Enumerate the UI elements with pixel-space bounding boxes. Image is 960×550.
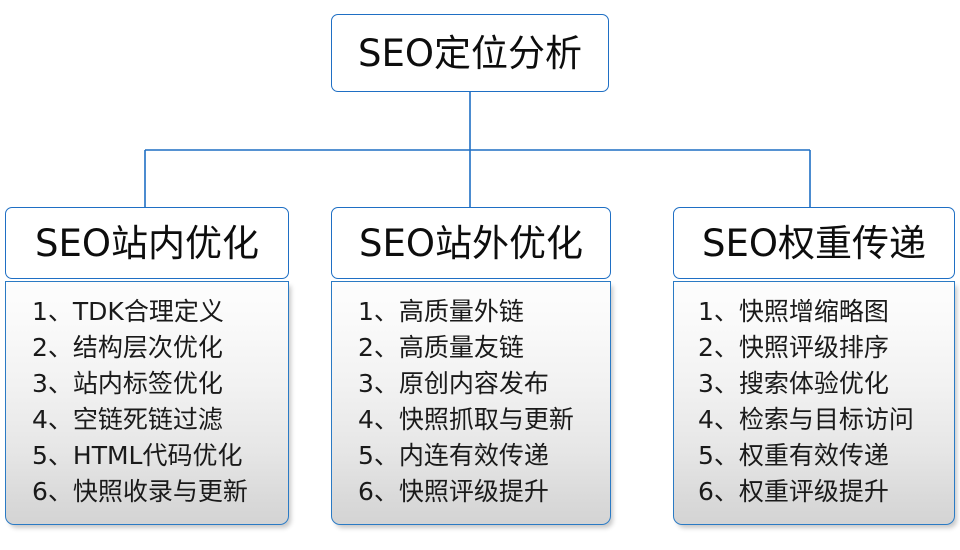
branch-header-title-1: SEO站外优化 — [359, 221, 583, 265]
list-item: 1、高质量外链 — [358, 297, 524, 326]
root-node-title: SEO定位分析 — [358, 31, 582, 75]
list-item: 3、搜索体验优化 — [698, 369, 889, 398]
branch-header-2[interactable]: SEO权重传递 — [673, 207, 955, 279]
list-item: 4、快照抓取与更新 — [358, 405, 574, 434]
branch-list-0: 1、TDK合理定义 2、结构层次优化 3、站内标签优化 4、空链死链过滤 5、H… — [5, 281, 289, 525]
branch-header-title-0: SEO站内优化 — [35, 221, 259, 265]
root-node[interactable]: SEO定位分析 — [331, 14, 609, 92]
branch-header-1[interactable]: SEO站外优化 — [331, 207, 611, 279]
list-item: 1、TDK合理定义 — [32, 297, 224, 326]
list-item: 3、原创内容发布 — [358, 369, 549, 398]
list-item: 2、快照评级排序 — [698, 333, 889, 362]
branch-column-1: SEO站外优化 1、高质量外链 2、高质量友链 3、原创内容发布 4、快照抓取与… — [331, 207, 611, 525]
list-item: 5、HTML代码优化 — [32, 441, 243, 470]
list-item: 5、内连有效传递 — [358, 441, 549, 470]
list-item: 6、权重评级提升 — [698, 477, 889, 506]
list-item: 5、权重有效传递 — [698, 441, 889, 470]
branch-header-0[interactable]: SEO站内优化 — [5, 207, 289, 279]
list-item: 3、站内标签优化 — [32, 369, 223, 398]
branch-header-title-2: SEO权重传递 — [702, 221, 926, 265]
list-item: 4、检索与目标访问 — [698, 405, 914, 434]
branch-list-1: 1、高质量外链 2、高质量友链 3、原创内容发布 4、快照抓取与更新 5、内连有… — [331, 281, 611, 525]
branch-column-2: SEO权重传递 1、快照增缩略图 2、快照评级排序 3、搜索体验优化 4、检索与… — [673, 207, 955, 525]
list-item: 2、高质量友链 — [358, 333, 524, 362]
list-item: 6、快照收录与更新 — [32, 477, 248, 506]
branch-list-2: 1、快照增缩略图 2、快照评级排序 3、搜索体验优化 4、检索与目标访问 5、权… — [673, 281, 955, 525]
list-item: 1、快照增缩略图 — [698, 297, 889, 326]
list-item: 6、快照评级提升 — [358, 477, 549, 506]
branch-column-0: SEO站内优化 1、TDK合理定义 2、结构层次优化 3、站内标签优化 4、空链… — [5, 207, 289, 525]
list-item: 4、空链死链过滤 — [32, 405, 223, 434]
list-item: 2、结构层次优化 — [32, 333, 223, 362]
